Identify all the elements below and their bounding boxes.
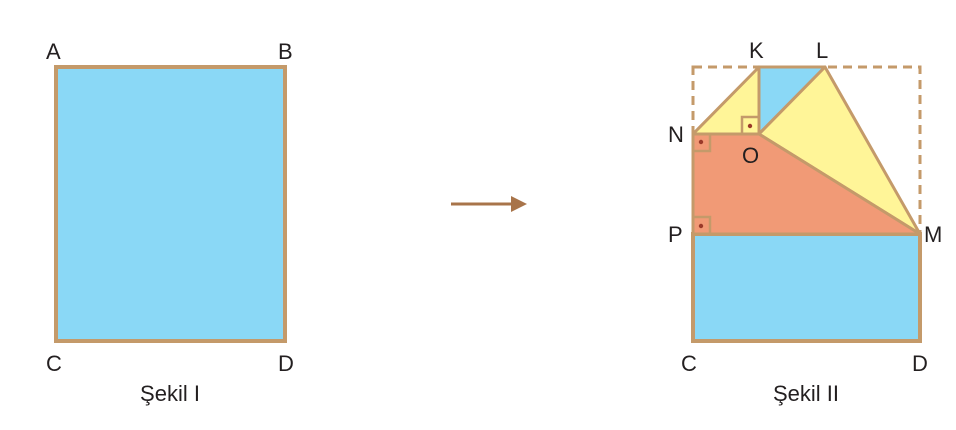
- label-a: A: [46, 39, 61, 64]
- label-k: K: [749, 38, 764, 63]
- right-angle-marker-o: [740, 115, 761, 136]
- rectangle-abcd: [54, 65, 287, 343]
- caption-figure-2: Şekil II: [773, 381, 839, 406]
- label-m: M: [924, 222, 942, 247]
- label-l: L: [816, 38, 828, 63]
- figure-1: A B C D Şekil I: [46, 39, 294, 406]
- label-d2: D: [912, 351, 928, 376]
- label-c: C: [46, 351, 62, 376]
- rectangle-pmdc: [691, 232, 922, 343]
- label-b: B: [278, 39, 293, 64]
- transform-arrow-icon: [451, 196, 527, 212]
- right-angle-marker-p: [691, 215, 712, 236]
- label-o: O: [742, 143, 759, 168]
- figure-2: K L N O P M C D Şekil II: [668, 38, 942, 406]
- right-angle-marker-n: [691, 132, 712, 153]
- caption-figure-1: Şekil I: [140, 381, 200, 406]
- label-d: D: [278, 351, 294, 376]
- quadrilateral-nomp: [691, 132, 922, 236]
- label-p: P: [668, 222, 683, 247]
- triangle-nko: [691, 65, 761, 136]
- label-c2: C: [681, 351, 697, 376]
- label-n: N: [668, 122, 684, 147]
